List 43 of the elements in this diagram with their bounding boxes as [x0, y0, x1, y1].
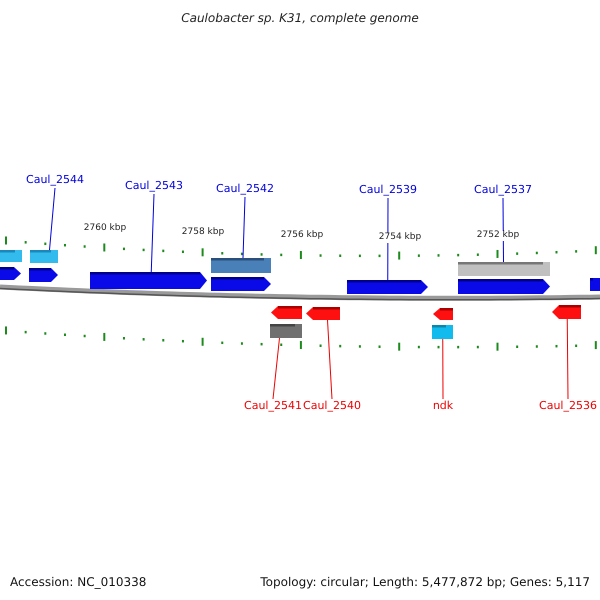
- gene-block: [90, 272, 207, 289]
- scale-label: 2756 kbp: [280, 231, 324, 241]
- scale-label: 2760 kbp: [84, 224, 126, 234]
- gene-feature-bar: [30, 250, 58, 263]
- gene-label: Caul_2541: [244, 400, 302, 412]
- gene-label: Caul_2536: [539, 400, 597, 412]
- leader-line: [442, 338, 444, 400]
- gene-feature-bar: [432, 325, 453, 339]
- gene-block: [211, 277, 271, 291]
- gene-block: [271, 306, 302, 319]
- gene-label: Caul_2540: [303, 400, 361, 412]
- gene-feature-bar: [270, 324, 302, 338]
- scale-label: 2758 kbp: [182, 228, 224, 238]
- scale-label: 2754 kbp: [378, 233, 422, 243]
- gene-feature-bar: [0, 250, 22, 262]
- leader-line: [49, 188, 56, 250]
- gene-block: [0, 267, 21, 280]
- gene-block: [29, 268, 58, 282]
- gene-label: Caul_2544: [26, 174, 84, 186]
- gene-feature-bar: [458, 262, 550, 276]
- leader-line: [272, 338, 280, 400]
- leader-line: [242, 196, 246, 258]
- leader-line: [387, 198, 388, 280]
- gene-block: [347, 280, 428, 294]
- leader-line: [502, 198, 504, 262]
- accession-note: Accession: NC_010338: [10, 576, 146, 590]
- gene-block: [433, 308, 453, 320]
- gene-block: [458, 279, 550, 294]
- gene-label: Caul_2542: [216, 183, 274, 196]
- scale-label: 2752 kbp: [476, 231, 520, 241]
- gene-label: Caul_2543: [125, 180, 183, 192]
- map-title: Caulobacter sp. K31, complete genome: [181, 12, 419, 26]
- gene-label: Caul_2539: [359, 184, 417, 196]
- gene-block: [552, 305, 581, 319]
- leader-line: [327, 320, 332, 400]
- leader-line: [150, 194, 154, 272]
- leader-line: [566, 318, 568, 400]
- genome-stats-note: Topology: circular; Length: 5,477,872 bp; Genes: 5,117: [260, 576, 590, 590]
- gene-feature-bar: [590, 278, 600, 291]
- gene-feature-bar: [211, 258, 271, 273]
- gene-label: ndk: [432, 400, 454, 412]
- gene-label: Caul_2537: [474, 184, 532, 196]
- gene-block: [306, 307, 340, 320]
